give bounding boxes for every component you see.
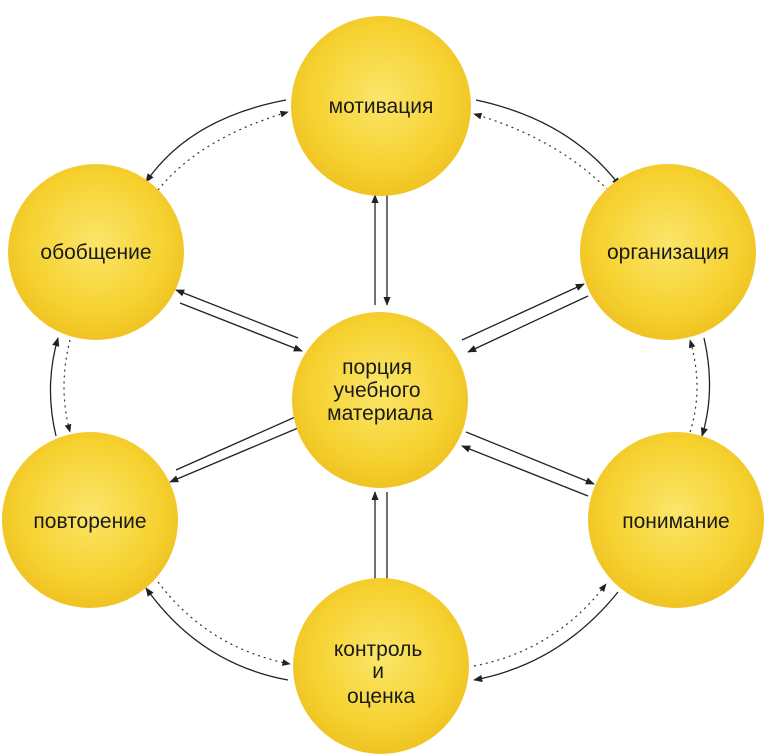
node-repetition-label: повторение xyxy=(33,510,146,533)
radial-arrow-generalization-out xyxy=(175,289,299,339)
ring-arrow-rep-gen-dotted xyxy=(63,339,72,433)
node-motivation-label: мотивация xyxy=(329,95,434,118)
node-understanding: понимание xyxy=(588,432,764,608)
node-control-line-2: и xyxy=(372,660,384,683)
node-center-circle xyxy=(292,312,468,488)
node-center-line-3: материала xyxy=(327,402,433,425)
connectors xyxy=(49,99,711,683)
ring-arrow-und-ctl-dotted xyxy=(473,583,607,667)
ring-arrow-ctl-rep-solid xyxy=(145,587,289,681)
ring-arrow-org-und-solid xyxy=(700,337,711,437)
node-understanding-circle xyxy=(588,432,764,608)
ring-arrow-ctl-rep-dotted xyxy=(157,581,291,666)
node-control-circle xyxy=(293,578,469,754)
ring-arrow-und-ctl-solid xyxy=(473,591,619,683)
radial-arrow-repetition-out xyxy=(169,427,299,483)
node-organization-circle xyxy=(580,164,756,340)
node-repetition-line-1: повторение xyxy=(33,510,146,533)
radial-arrow-understanding-out xyxy=(465,431,595,485)
node-center-line-1: порция xyxy=(342,356,412,379)
node-organization: организация xyxy=(580,164,756,340)
node-control-label: контроль и оценка xyxy=(334,638,428,708)
node-understanding-label: понимание xyxy=(622,510,730,533)
node-center-label: порция учебного материала xyxy=(327,356,433,425)
node-organization-line-1: организация xyxy=(607,241,729,264)
radial-arrow-understanding-in xyxy=(461,445,589,497)
node-motivation-circle xyxy=(291,16,471,196)
ring-arrow-mot-gen-dotted xyxy=(157,110,289,191)
node-control-line-1: контроль xyxy=(334,638,422,661)
ring-arrow-mot-org-solid xyxy=(475,99,621,187)
radial-arrow-repetition-in xyxy=(175,413,303,471)
node-repetition-circle xyxy=(2,432,178,608)
ring-arrow-org-und-dotted xyxy=(688,339,698,433)
node-center-line-2: учебного xyxy=(334,379,421,402)
node-organization-label: организация xyxy=(607,241,729,264)
ring-arrow-mot-gen-solid xyxy=(145,99,287,183)
node-center: порция учебного материала xyxy=(292,312,468,488)
ring-arrow-rep-gen-solid xyxy=(49,337,60,437)
node-motivation: мотивация xyxy=(291,16,471,196)
node-generalization: обобщение xyxy=(8,164,184,340)
radial-arrow-organization-out xyxy=(461,283,585,341)
radial-arrow-organization-in xyxy=(467,295,589,353)
node-understanding-line-1: понимание xyxy=(622,510,730,533)
node-generalization-label: обобщение xyxy=(40,241,151,264)
nodes-layer: порция учебного материала мотивация орга… xyxy=(2,16,764,754)
node-repetition: повторение xyxy=(2,432,178,608)
node-control: контроль и оценка xyxy=(293,578,469,754)
node-control-line-3: оценка xyxy=(347,685,415,708)
radial-arrow-generalization-in xyxy=(179,302,303,352)
node-generalization-circle xyxy=(8,164,184,340)
node-motivation-line-1: мотивация xyxy=(329,95,434,118)
node-generalization-line-1: обобщение xyxy=(40,241,151,264)
